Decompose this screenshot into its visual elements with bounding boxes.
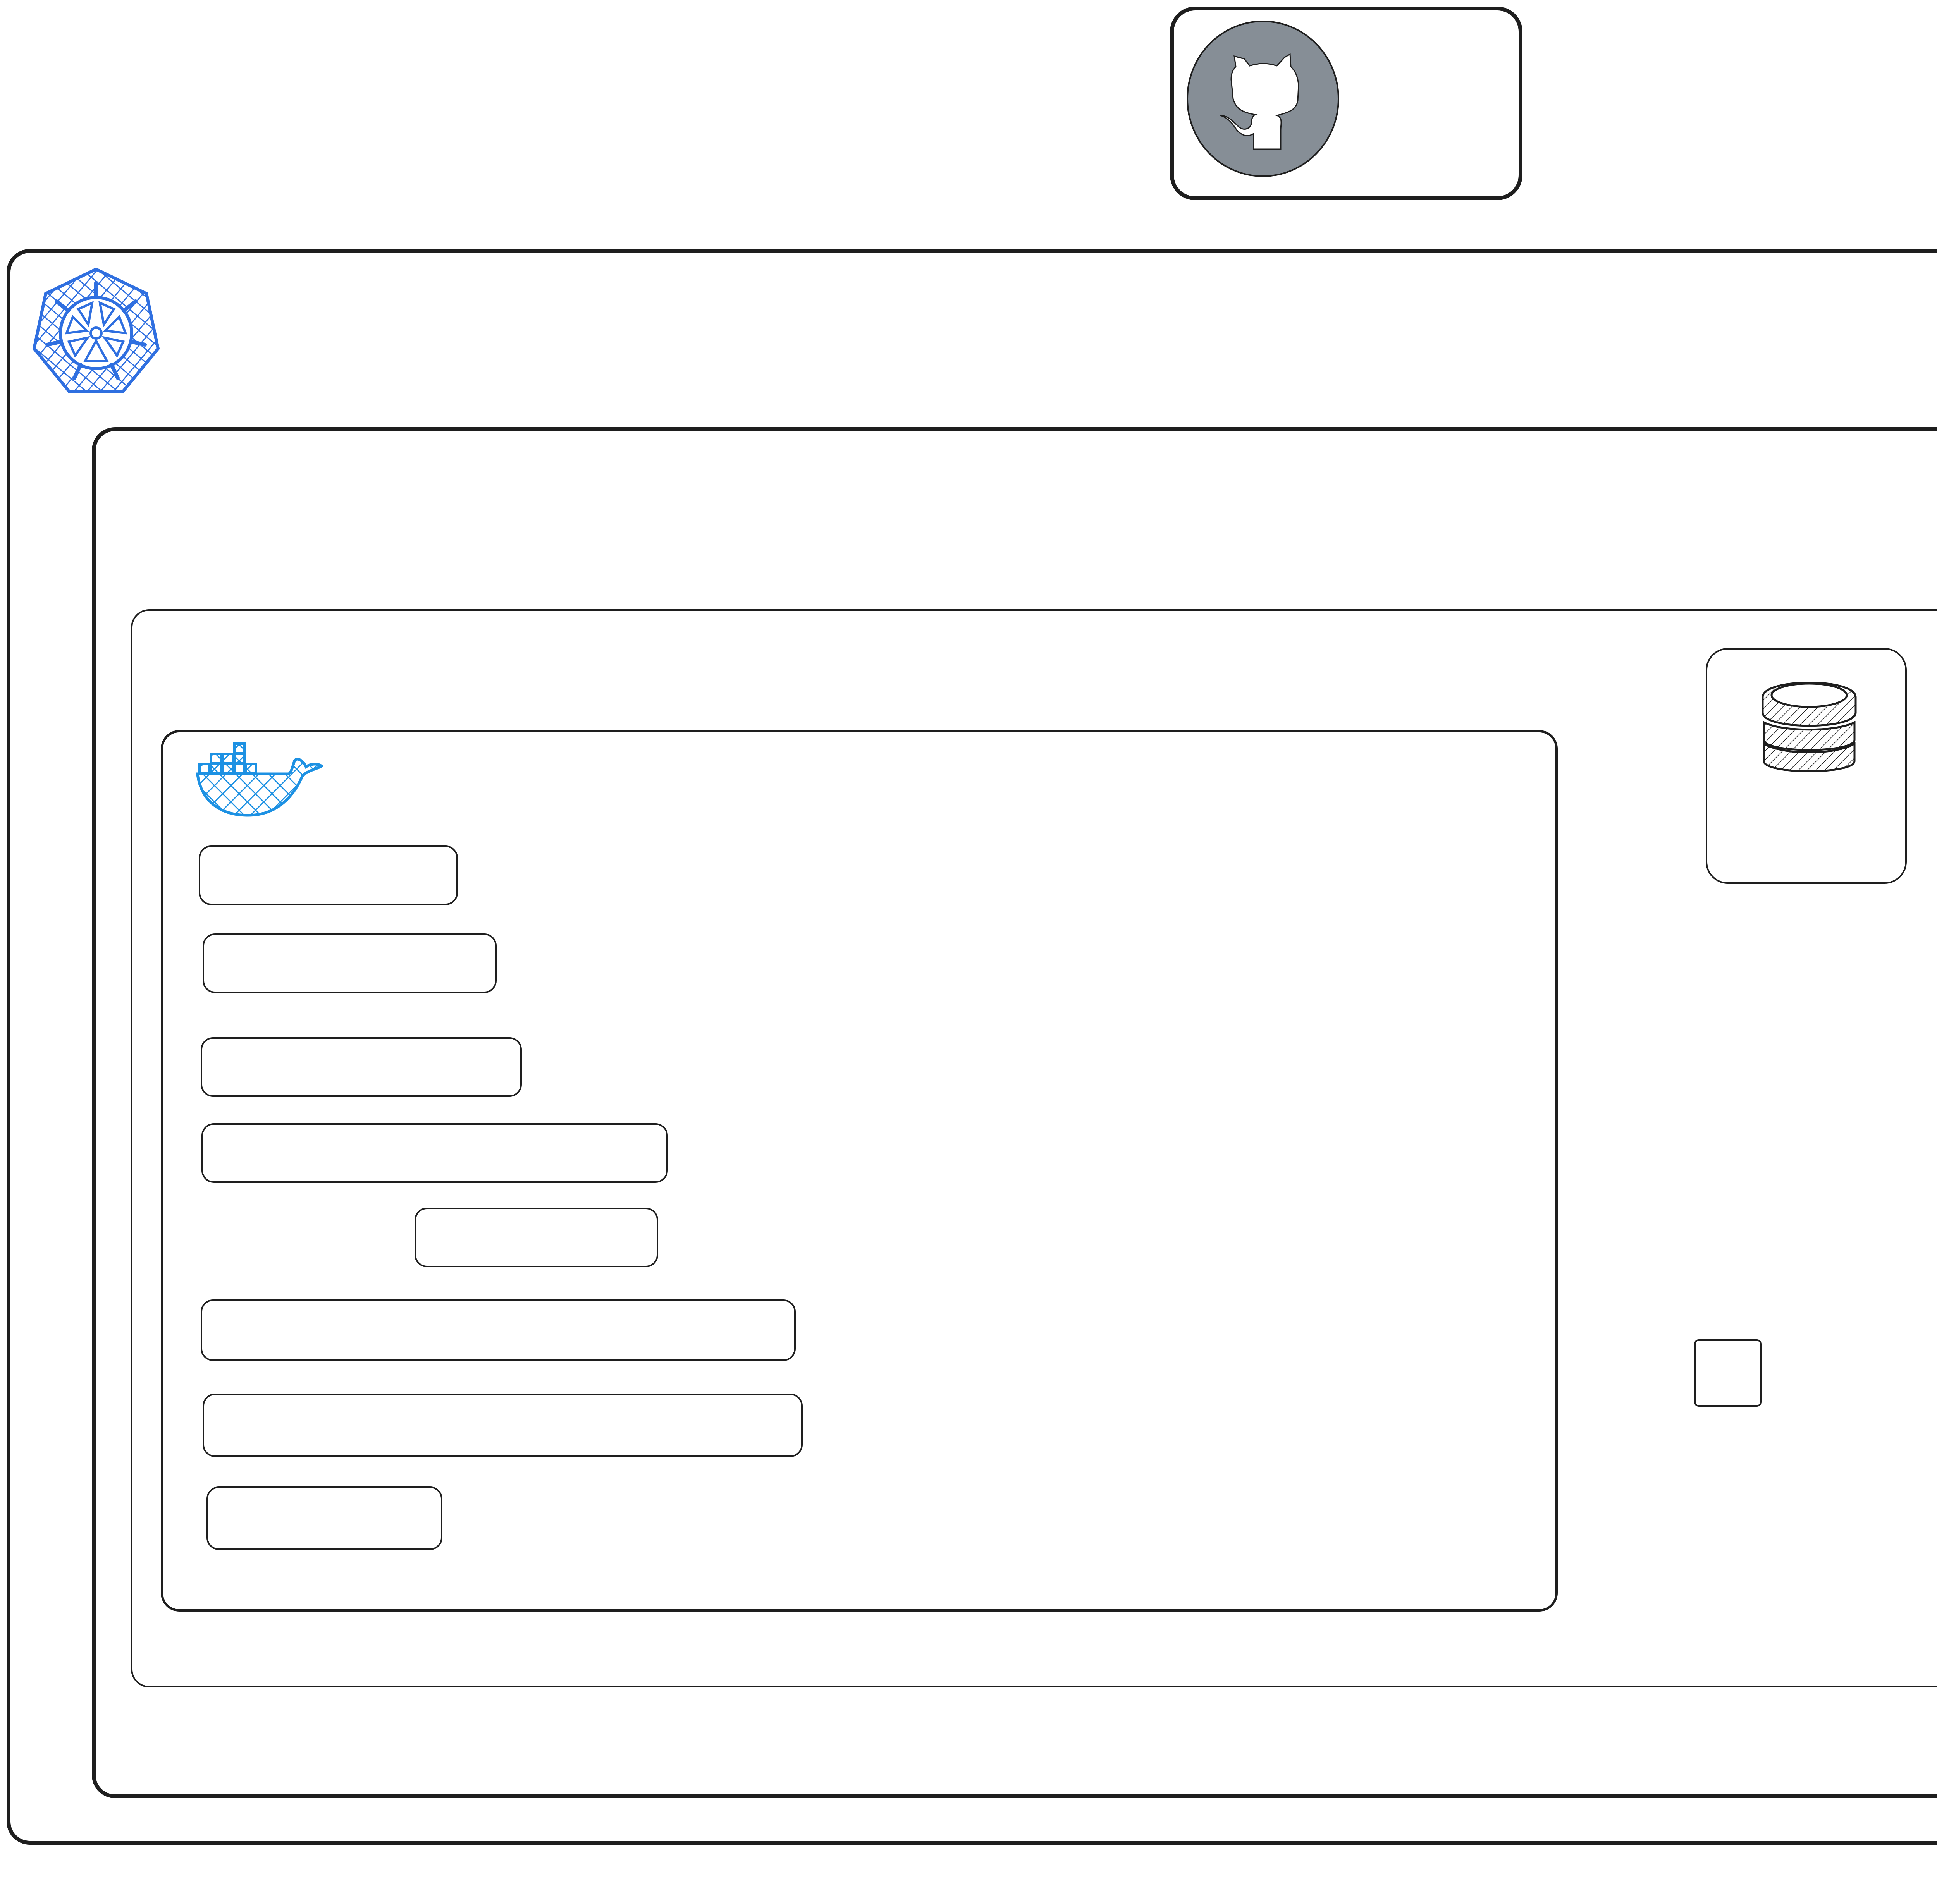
docker-whale-icon xyxy=(196,742,324,817)
path-list xyxy=(199,845,803,1550)
path-item[interactable] xyxy=(201,1037,522,1097)
path-item[interactable] xyxy=(199,845,458,905)
runner-container xyxy=(161,730,1558,1612)
path-item[interactable] xyxy=(201,1299,796,1361)
conan-home-volume[interactable] xyxy=(1694,1339,1762,1407)
github-node[interactable] xyxy=(1170,7,1522,200)
path-item[interactable] xyxy=(203,933,497,993)
github-octocat-icon xyxy=(1187,21,1339,177)
work-volume[interactable] xyxy=(1706,648,1907,884)
path-item[interactable] xyxy=(203,1394,803,1457)
path-item[interactable] xyxy=(206,1486,442,1550)
kubernetes-helm-icon xyxy=(32,267,160,393)
runner-container-frame xyxy=(161,730,1558,1612)
database-icon xyxy=(1762,682,1857,772)
path-item[interactable] xyxy=(201,1123,668,1183)
path-item[interactable] xyxy=(415,1208,658,1267)
